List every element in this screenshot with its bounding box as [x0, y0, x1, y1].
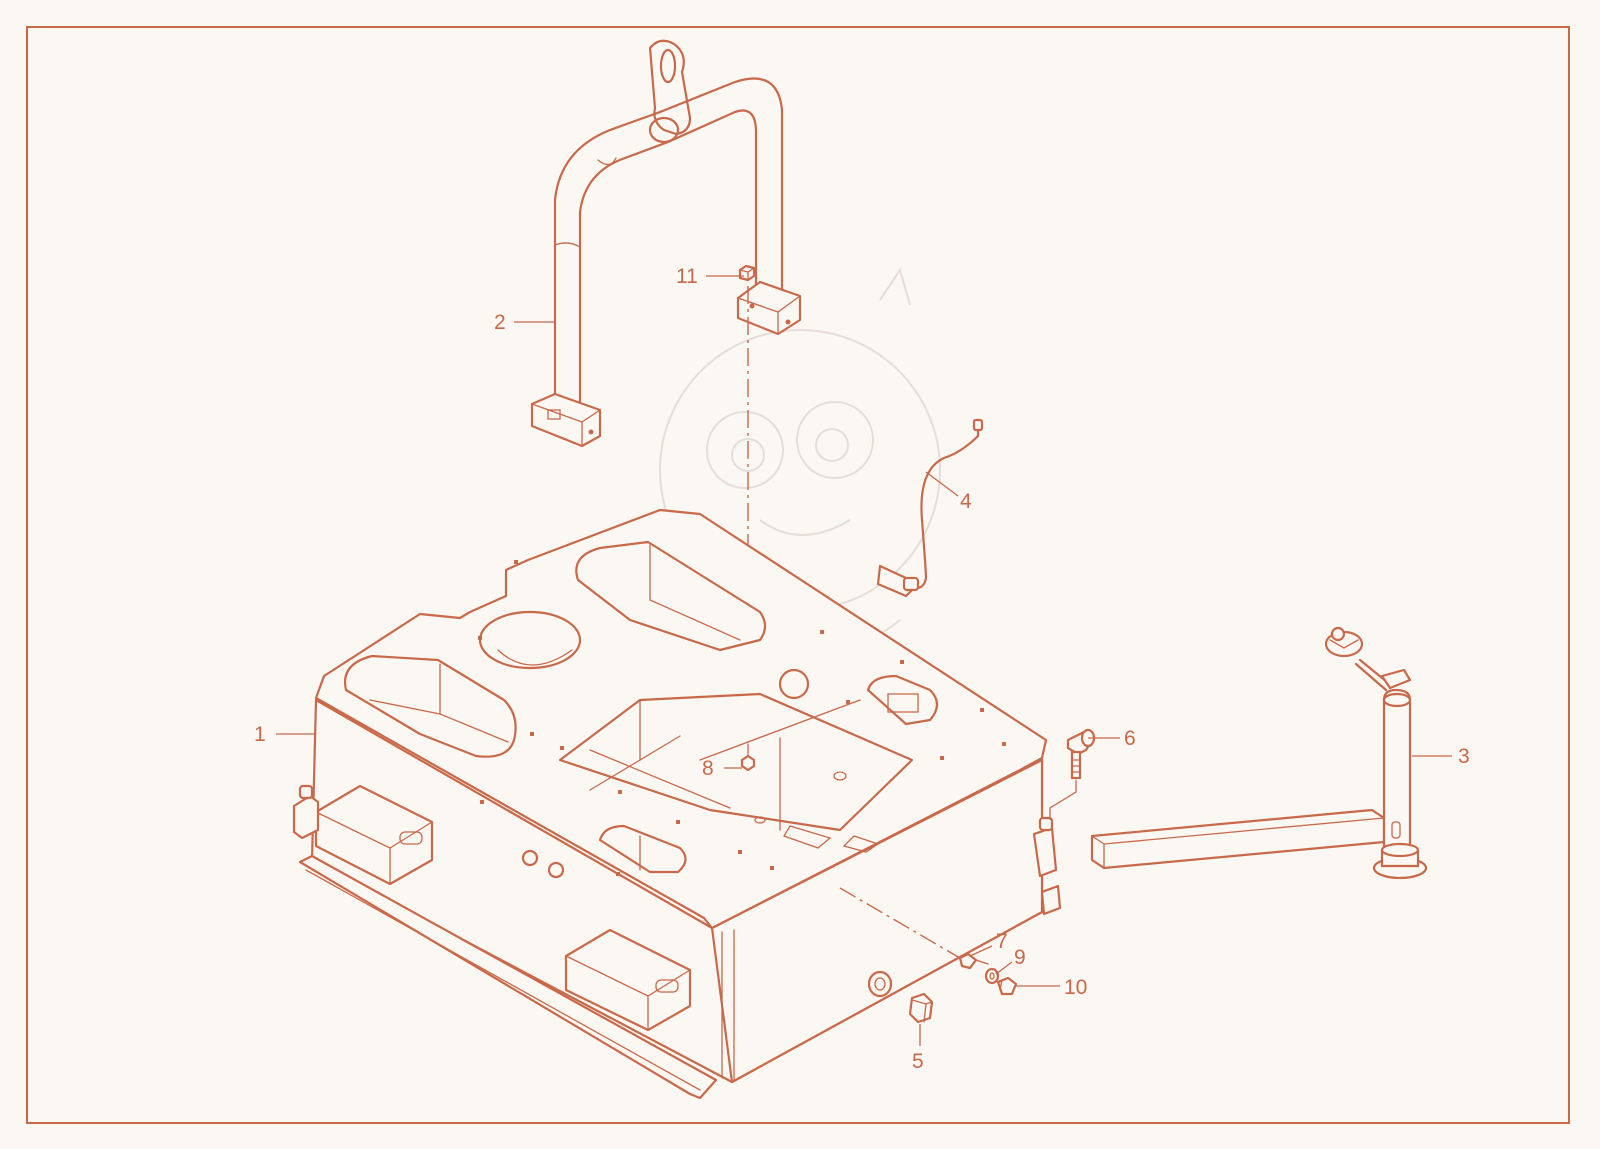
callout-leaders	[276, 275, 1452, 1046]
assembly-line-diagonal	[839, 887, 961, 959]
callout-9: 9	[1014, 946, 1026, 969]
callout-11: 11	[676, 265, 698, 288]
callout-5: 5	[912, 1050, 924, 1073]
callout-1: 1	[254, 723, 266, 746]
part-roll-bar	[530, 39, 802, 448]
part-main-frame	[292, 508, 1062, 1100]
callout-7: 7	[996, 930, 1008, 953]
part-sensor-cable	[876, 418, 984, 598]
part-plug-5	[908, 992, 934, 1024]
part-wing-nut-10	[996, 976, 1018, 996]
part-elbow-fitting	[1049, 728, 1096, 820]
callout-4: 4	[960, 490, 972, 513]
callout-labels: 1 2 3 4 5 6 7 8 9 10 11	[254, 265, 1470, 1073]
callout-3: 3	[1458, 745, 1470, 768]
diagram-frame	[26, 26, 1570, 1124]
callout-10: 10	[1064, 976, 1087, 999]
callout-6: 6	[1124, 727, 1136, 750]
frame-mounting-holes	[478, 560, 1006, 876]
part-nut-11	[738, 264, 756, 282]
part-bolt-7	[958, 952, 989, 970]
callout-8: 8	[702, 757, 714, 780]
part-outrigger-jack	[1090, 626, 1428, 880]
part-bolt-8	[740, 743, 756, 772]
part-washer-9	[984, 967, 1000, 985]
callout-2: 2	[494, 311, 506, 334]
